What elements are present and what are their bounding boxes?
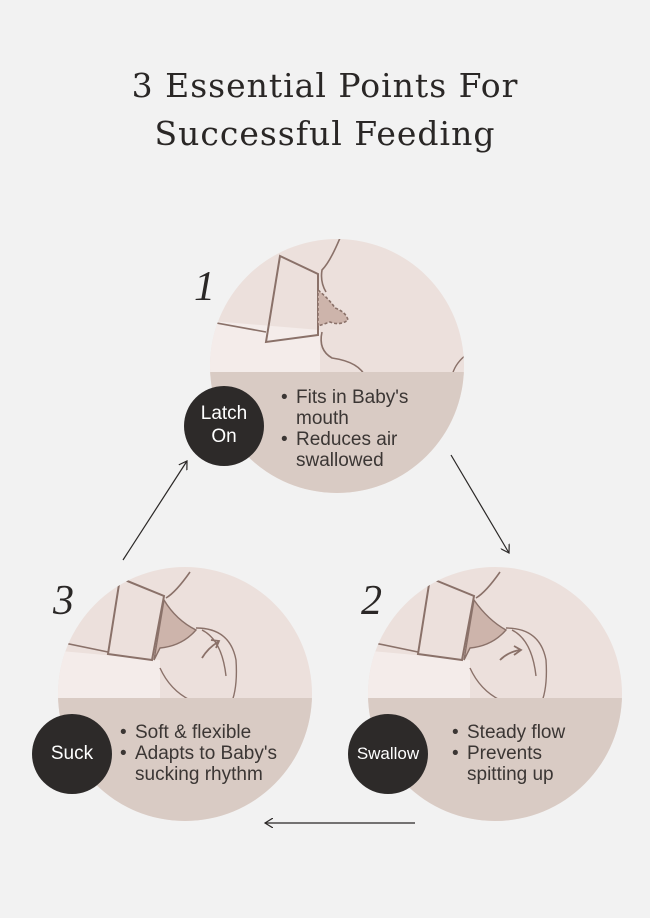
step-1-badge-label: Latch On bbox=[201, 403, 247, 449]
step-1-bullets: Fits in Baby's mouth Reduces air swallow… bbox=[281, 387, 408, 471]
list-item: Steady flow bbox=[452, 722, 565, 743]
step-2-illustration bbox=[360, 560, 640, 840]
list-item: Reduces air swallowed bbox=[281, 429, 408, 471]
step-3-number: 3 bbox=[53, 580, 74, 622]
arrow-step3-to-step1 bbox=[123, 461, 187, 560]
list-item: Prevents spitting up bbox=[452, 743, 565, 785]
list-item: Soft & flexible bbox=[120, 722, 277, 743]
step-2-badge: Swallow bbox=[348, 714, 428, 794]
step-3-badge: Suck bbox=[32, 714, 112, 794]
step-1-badge: Latch On bbox=[184, 386, 264, 466]
arrow-step1-to-step2 bbox=[451, 455, 509, 553]
list-item: Adapts to Baby's sucking rhythm bbox=[120, 743, 277, 785]
step-1-number: 1 bbox=[194, 266, 215, 308]
list-item: Fits in Baby's mouth bbox=[281, 387, 408, 429]
step-3-badge-label: Suck bbox=[51, 743, 93, 766]
step-2-badge-label: Swallow bbox=[357, 744, 419, 764]
step-2-bullets: Steady flow Prevents spitting up bbox=[452, 722, 565, 785]
step-3-illustration bbox=[50, 560, 330, 840]
step-2-number: 2 bbox=[361, 580, 382, 622]
step-3-bullets: Soft & flexible Adapts to Baby's sucking… bbox=[120, 722, 277, 785]
